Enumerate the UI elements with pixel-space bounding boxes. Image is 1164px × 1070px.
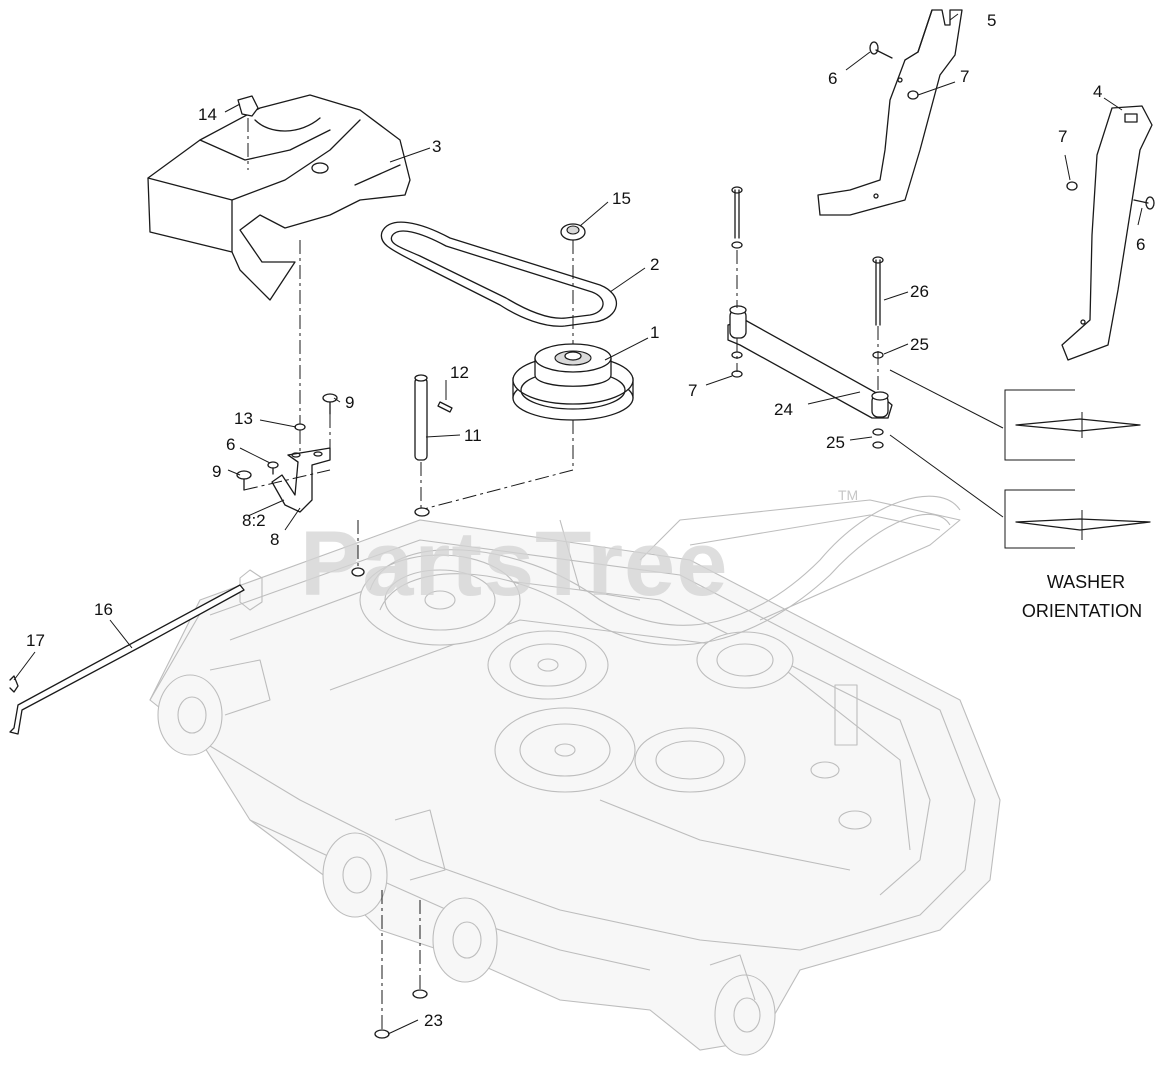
bolt-26 xyxy=(872,256,884,449)
nut-7-top xyxy=(907,90,919,100)
idler-arm-24 xyxy=(727,305,893,419)
clutch-pulley-1 xyxy=(419,343,634,511)
watermark: PartsTree TM xyxy=(300,487,858,615)
callout-25-bottom: 25 xyxy=(826,433,845,452)
callout-12: 12 xyxy=(450,363,469,382)
callout-8-2: 8:2 xyxy=(242,511,266,530)
callout-25-top: 25 xyxy=(910,335,929,354)
washer-orientation-caption: WASHER ORIENTATION xyxy=(1022,572,1142,621)
washer-13 xyxy=(294,240,306,452)
callout-6-top: 6 xyxy=(828,69,837,88)
callout-7-top: 7 xyxy=(960,67,969,86)
washer-orientation-detail-bottom xyxy=(889,434,1151,549)
bracket-4 xyxy=(1061,105,1153,361)
callout-9-top: 9 xyxy=(345,393,354,412)
nut-on-deck xyxy=(351,507,430,577)
callout-17: 17 xyxy=(26,631,45,650)
callout-labels: 1 2 3 4 5 6 6 6 7 7 7 8 8:2 9 9 11 12 13… xyxy=(26,11,1145,1030)
cotter-pin-12 xyxy=(437,401,453,413)
callout-4: 4 xyxy=(1093,82,1102,101)
rod-16 xyxy=(9,584,245,735)
callout-2: 2 xyxy=(650,255,659,274)
svg-text:WASHER: WASHER xyxy=(1047,572,1125,592)
callout-1: 1 xyxy=(650,323,659,342)
callout-15: 15 xyxy=(612,189,631,208)
callout-9-left: 9 xyxy=(212,462,221,481)
bracket-5 xyxy=(817,9,963,216)
mower-deck xyxy=(149,495,1001,1056)
callout-3: 3 xyxy=(432,137,441,156)
nut-7-right xyxy=(1066,181,1078,191)
svg-text:PartsTree: PartsTree xyxy=(300,513,728,615)
clip-17 xyxy=(9,675,19,693)
callout-26: 26 xyxy=(910,282,929,301)
callout-6-left: 6 xyxy=(226,435,235,454)
bolt-left-arm xyxy=(731,186,743,378)
svg-text:ORIENTATION: ORIENTATION xyxy=(1022,601,1142,621)
clip-14 xyxy=(237,95,259,170)
washer-orientation-detail-top xyxy=(889,369,1141,461)
callout-13: 13 xyxy=(234,409,253,428)
bracket-8 xyxy=(271,447,331,513)
callout-11: 11 xyxy=(464,426,482,445)
belt-cover-3 xyxy=(147,94,411,301)
callout-14: 14 xyxy=(198,105,217,124)
callout-16: 16 xyxy=(94,600,113,619)
belt-2 xyxy=(380,221,618,327)
nut-15 xyxy=(560,223,586,350)
bolt-9-left xyxy=(236,469,331,491)
bolt-6-top xyxy=(869,41,893,59)
pin-11 xyxy=(414,374,428,512)
callout-5: 5 xyxy=(987,11,996,30)
callout-7-right: 7 xyxy=(1058,127,1067,146)
callout-24: 24 xyxy=(774,400,793,419)
bolt-6-left xyxy=(267,461,279,475)
callout-7-left: 7 xyxy=(688,381,697,400)
leader-lines xyxy=(13,13,1143,1035)
callout-8: 8 xyxy=(270,530,279,549)
svg-text:TM: TM xyxy=(838,487,858,503)
bolt-6-right xyxy=(1133,196,1155,210)
nut-23 xyxy=(374,890,428,1039)
callout-23: 23 xyxy=(424,1011,443,1030)
callout-6-right: 6 xyxy=(1136,235,1145,254)
bolt-9-top xyxy=(322,393,338,450)
